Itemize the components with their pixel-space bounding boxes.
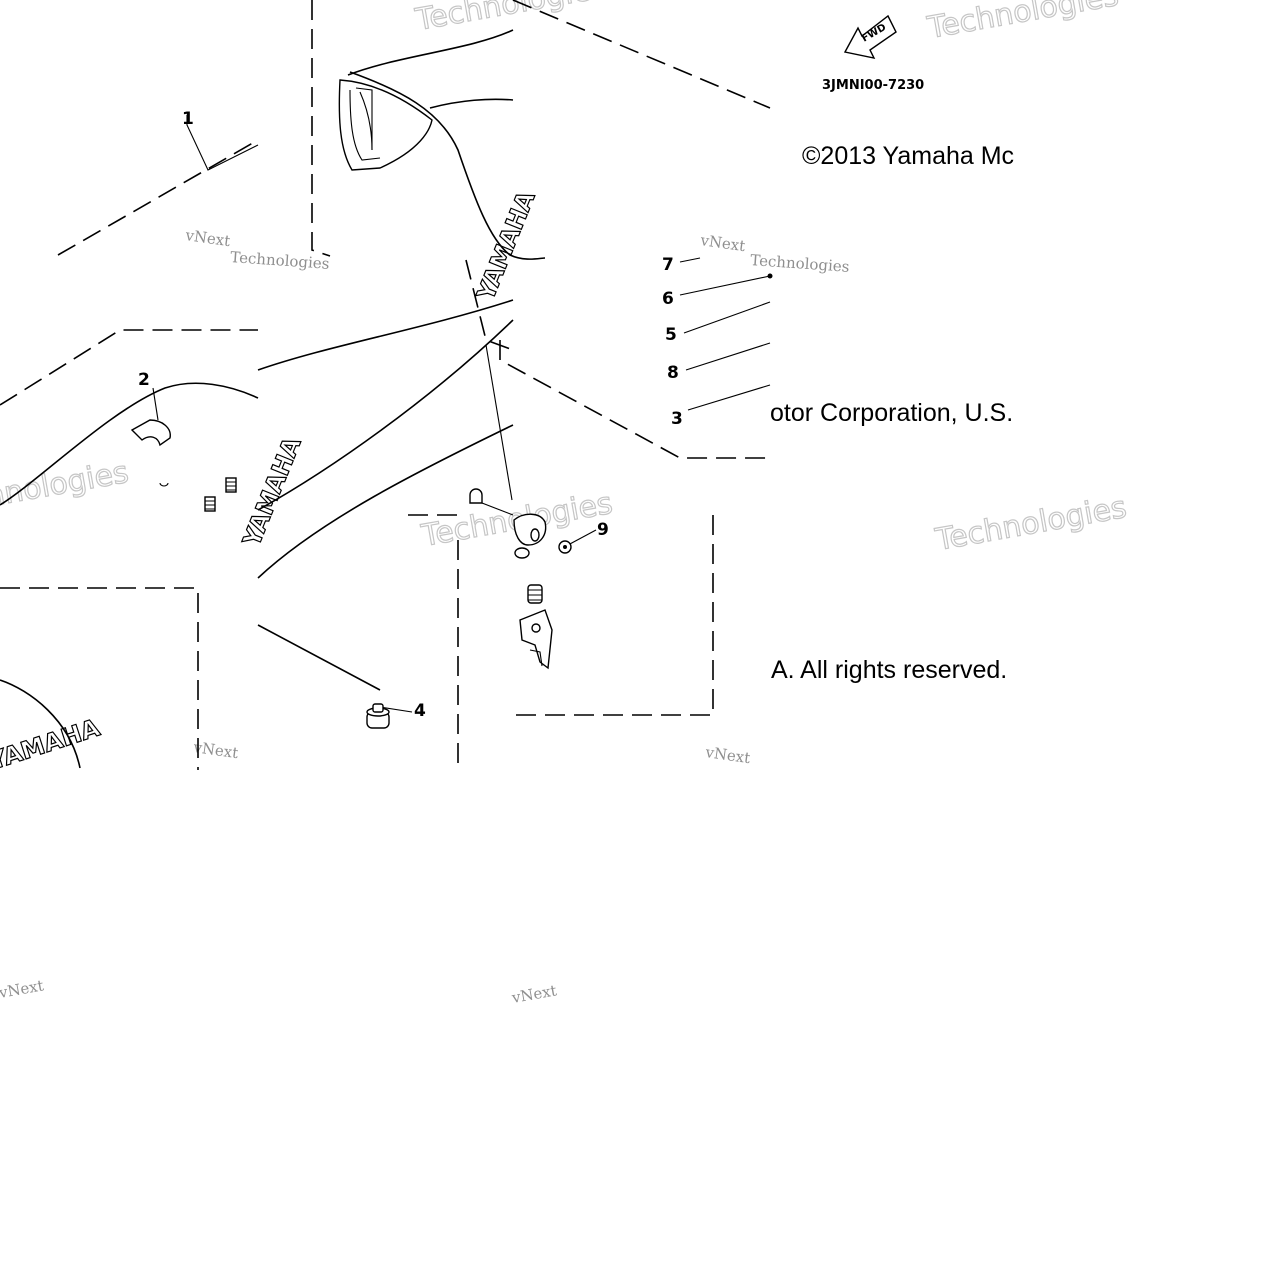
callout-4: 4 [414,701,426,721]
part-code: 3JMNI00-7230 [822,78,924,93]
watermark-layer: Technologies Technologies Technologies T… [0,0,1130,767]
fwd-arrow: FWD [843,14,897,59]
watermark-text: Technologies [924,0,1121,46]
callout-6: 6 [662,289,674,309]
yamaha-logo-upper: YAMAHA [471,187,540,305]
copyright-line-3: A. All rights reserved. [771,656,1007,684]
callout-8: 8 [667,363,679,383]
leader-lines [152,115,773,713]
watermark-text: Technologies [0,455,131,523]
watermark-text: Technologies [412,0,609,38]
watermark-text: vNext [510,981,558,1007]
callout-9: 9 [597,520,609,540]
callout-5: 5 [665,325,677,345]
watermark-text: Technologies [932,490,1129,558]
rubber-grommet-part-4 [366,703,390,729]
right-frame [408,340,770,770]
yamaha-logo-seat: YAMAHA [0,713,103,776]
watermark-text: vNext [0,976,45,1002]
watermark-text: Technologies [230,248,330,273]
callout-3: 3 [671,409,683,429]
copyright-line-1: ©2013 Yamaha Mc [802,142,1014,170]
watermark-layer-bottom: vNext vNext [0,976,558,1007]
watermark-text: vNext [698,231,746,255]
callout-1: 1 [182,109,194,129]
watermark-text: vNext [183,226,231,250]
fender-panel: YAMAHA YAMAHA [237,0,771,691]
seat-studs [204,477,237,512]
callout-2: 2 [138,370,150,390]
hinge-assembly [469,488,572,670]
watermark-text: Technologies [750,251,850,276]
callout-7: 7 [662,255,674,275]
watermark-text: vNext [703,743,751,767]
seat-outline-left: YAMAHA [0,382,259,777]
seat-frame-left [0,139,259,770]
seat-clip-part-2 [130,419,171,447]
yamaha-logo-body: YAMAHA [237,433,306,551]
callout-labels: 1 2 7 6 5 8 3 9 4 [138,109,683,721]
copyright-line-2: otor Corporation, U.S. [770,399,1013,427]
copyright-block: ©2013 Yamaha Mc otor Corporation, U.S. A… [770,142,1014,684]
